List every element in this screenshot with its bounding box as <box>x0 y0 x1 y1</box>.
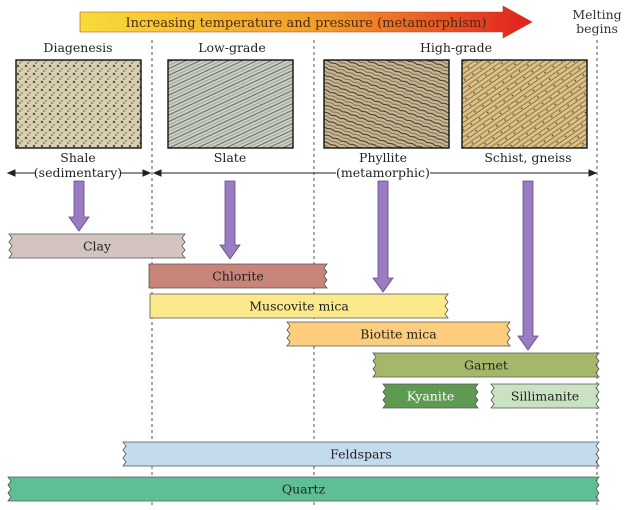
mineral-label-kyanite: Kyanite <box>407 389 455 404</box>
mineral-label-sillimanite: Sillimanite <box>511 389 579 404</box>
slate-micrograph <box>167 59 294 149</box>
mineral-bar-quartz <box>7 476 600 502</box>
mineral-bar-feldspars <box>122 441 600 467</box>
zone-label-low-grade: Low-grade <box>198 40 266 55</box>
mineral-bar-sillimanite <box>490 383 600 409</box>
rock-label-sedimentary: (sedimentary) <box>34 165 122 180</box>
rock-label-schist: Schist, gneiss <box>484 150 571 165</box>
heat-arrow-label: Increasing temperature and pressure (met… <box>126 16 487 31</box>
sedimentary-range-arrow <box>6 169 152 177</box>
mineral-bar-muscovite <box>149 293 449 319</box>
mineral-bar-biotite <box>286 321 511 347</box>
zone-label-diagenesis: Diagenesis <box>43 40 112 55</box>
down-arrow-1 <box>219 180 241 260</box>
schist-micrograph <box>461 59 588 149</box>
mineral-label-feldspars: Feldspars <box>330 447 392 462</box>
down-arrow-3 <box>517 180 539 351</box>
zone-label-high-grade: High-grade <box>420 40 492 55</box>
mineral-bar-garnet <box>372 352 600 378</box>
mineral-label-muscovite: Muscovite mica <box>249 299 349 314</box>
mineral-label-chlorite: Chlorite <box>212 269 264 284</box>
shale-micrograph <box>15 59 142 149</box>
mineral-bar-chlorite <box>148 263 328 289</box>
rock-label-metamorphic: (metamorphic) <box>336 165 430 180</box>
heat-arrow <box>79 5 533 39</box>
mineral-label-garnet: Garnet <box>464 358 508 373</box>
mineral-label-quartz: Quartz <box>282 482 326 497</box>
melting-label-line2: begins <box>576 21 618 36</box>
mineral-label-clay: Clay <box>83 239 112 254</box>
rock-label-slate: Slate <box>214 150 246 165</box>
down-arrow-2 <box>372 180 394 293</box>
mineral-bar-kyanite <box>382 383 479 409</box>
phyllite-micrograph <box>323 59 450 149</box>
metamorphic-range-arrow <box>152 169 598 177</box>
mineral-label-biotite: Biotite mica <box>360 327 437 342</box>
melting-label-line1: Melting <box>572 7 621 22</box>
down-arrow-0 <box>68 180 90 232</box>
mineral-bar-clay <box>8 233 186 259</box>
rock-label-shale: Shale <box>60 150 95 165</box>
rock-label-phyllite: Phyllite <box>359 150 407 165</box>
